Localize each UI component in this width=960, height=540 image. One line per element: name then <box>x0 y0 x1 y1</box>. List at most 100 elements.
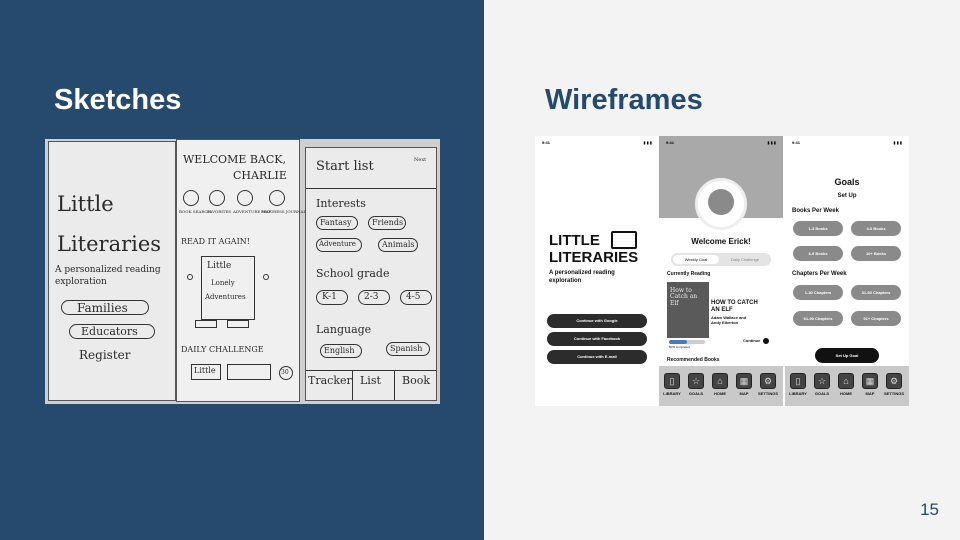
toggle-daily-challenge[interactable]: Daily Challenge <box>730 257 759 262</box>
sketch-prev-dot <box>187 274 193 280</box>
bottom-tab-bar: ▯LIBRARY ☆GOALS ⌂HOME ▦MAP ⚙ SETTINGS <box>785 366 909 406</box>
continue-link[interactable]: Continue <box>743 338 761 343</box>
sketch-book-line1: Little <box>207 261 232 271</box>
sketch-progress-journal-icon <box>269 190 285 206</box>
book-authors-line2: Andy Elkerton <box>711 320 739 325</box>
sketch-read-again: READ IT AGAIN! <box>181 237 250 246</box>
chapters-option-2[interactable]: 31-60 Chapters <box>851 285 901 300</box>
sketch-screen-list: Start list Next Interests Fantasy Friend… <box>305 147 437 401</box>
sketch-grade-k1 <box>316 290 348 305</box>
tab-label: GOALS <box>688 391 704 396</box>
sketch-chip-fantasy <box>316 216 358 230</box>
sketch-tab-divider-2 <box>394 370 395 400</box>
welcome-greeting: Welcome Erick! <box>691 237 751 246</box>
sketch-tab-tracker: Tracker <box>308 374 352 387</box>
sketch-screen-welcome: Little Literaries A personalized reading… <box>48 141 176 401</box>
sketch-lang-spanish-label: Spanish <box>390 344 423 353</box>
tab-home[interactable]: ⌂HOME <box>708 373 732 396</box>
map-icon: ▦ <box>736 373 752 389</box>
sketch-adventure-map-icon <box>237 190 253 206</box>
avatar <box>695 178 747 230</box>
sketch-daily-text <box>227 364 271 380</box>
tab-label: HOME <box>840 391 852 396</box>
tab-label: MAP <box>865 391 875 396</box>
goals-title: Goals <box>834 177 860 187</box>
book-cover-title: How to Catch an Elf <box>670 287 698 307</box>
sketches-heading: Sketches <box>54 84 182 116</box>
tab-goals[interactable]: ☆GOALS <box>684 373 708 396</box>
books-option-2[interactable]: 4-6 Books <box>851 221 901 236</box>
sketch-grade-45-label: 4-5 <box>406 292 421 302</box>
library-icon: ▯ <box>664 373 680 389</box>
set-up-goal-button[interactable]: Set Up Goal <box>815 348 879 363</box>
tab-label: GOALS <box>814 391 830 396</box>
home-icon: ⌂ <box>712 373 728 389</box>
settings-icon: ⚙ <box>886 373 902 389</box>
status-time: 9:41 <box>542 140 551 145</box>
wireframes-image: 9:41 ▮▮▮ LITTLE LITERARIES A personalize… <box>535 136 909 406</box>
chapters-option-4[interactable]: 91+ Chapters <box>851 311 901 326</box>
signal-icon: ▮▮▮ <box>767 140 777 145</box>
sketches-photo: Little Literaries A personalized reading… <box>45 139 440 404</box>
wireframe-goals-screen: 9:41 ▮▮▮ Goals Set Up Books Per Week 1-3… <box>785 136 909 406</box>
sketch-tab-list: List <box>360 374 381 387</box>
sketch-educators-button <box>69 324 155 339</box>
book-cover[interactable]: How to Catch an Elf <box>667 282 709 338</box>
tab-map[interactable]: ▦ MAP <box>732 373 756 396</box>
continue-arrow-icon[interactable] <box>763 338 769 344</box>
books-option-1[interactable]: 1-3 Books <box>793 221 843 236</box>
sketch-daily-book-label: Little <box>194 366 216 375</box>
goals-subtitle: Set Up <box>837 193 857 199</box>
sketch-greeting-line1: WELCOME BACK, <box>183 153 287 166</box>
sketch-grade-45 <box>400 290 432 305</box>
sketch-progress-left <box>195 320 217 328</box>
continue-google-button[interactable]: Continue with Google <box>547 314 647 328</box>
tab-home[interactable]: ⌂HOME <box>834 373 858 396</box>
status-time: 9:41 <box>792 140 801 145</box>
sketch-book-line2: Lonely <box>211 279 235 287</box>
sketch-grade-k1-label: K-1 <box>322 292 337 302</box>
sketch-title-line1: Little <box>57 192 114 216</box>
chapters-option-1[interactable]: 1-30 Chapters <box>793 285 843 300</box>
sketch-favorites-icon <box>209 190 225 206</box>
continue-facebook-button[interactable]: Continue with Facebook <box>547 332 647 346</box>
wireframe-welcome-screen: 9:41 ▮▮▮ LITTLE LITERARIES A personalize… <box>535 136 659 406</box>
sketch-title-line2: Literaries <box>57 232 162 256</box>
sketch-subtitle-line1: A personalized reading <box>55 265 161 275</box>
books-option-3[interactable]: 6-9 Books <box>793 246 843 261</box>
sketch-grade-heading: School grade <box>316 267 390 280</box>
books-option-4[interactable]: 10+ Books <box>851 246 901 261</box>
bottom-tab-bar: ▯LIBRARY ☆GOALS ⌂HOME ▦ MAP ⚙SETTINGS <box>659 366 783 406</box>
sketch-book-search-icon <box>183 190 199 206</box>
tab-settings[interactable]: ⚙ SETTINGS <box>882 373 906 396</box>
sketch-tab-book: Book <box>402 374 430 387</box>
sketch-icon-label-3: ADVENTURE MAP <box>233 209 272 214</box>
tab-library[interactable]: ▯LIBRARY <box>786 373 810 396</box>
sketch-chip-animals-label: Animals <box>382 240 415 249</box>
sketch-chip-friends-label: Friends <box>372 218 404 227</box>
tab-label: SETTINGS <box>883 391 904 396</box>
sketch-chip-friends <box>368 216 406 230</box>
sketch-grade-23-label: 2-3 <box>364 292 379 302</box>
tab-label: MAP <box>739 391 749 396</box>
sketch-icon-label-2: FAVORITES <box>207 209 232 214</box>
continue-email-button[interactable]: Continue with E-mail <box>547 350 647 364</box>
tab-goals[interactable]: ☆GOALS <box>810 373 834 396</box>
sketch-icon-label-4: PROGRESS JOURNAL <box>261 209 307 214</box>
sketch-grade-23 <box>358 290 390 305</box>
toggle-weekly-goal[interactable]: Weekly Goal <box>673 255 719 264</box>
tab-label: LIBRARY <box>789 391 807 396</box>
sketch-divider-top <box>306 188 436 189</box>
chapters-option-3[interactable]: 61-90 Chapters <box>793 311 843 326</box>
tab-map[interactable]: ▦MAP <box>858 373 882 396</box>
sketch-book-line3: Adventures <box>205 293 246 301</box>
sketch-families-label: Families <box>77 301 128 315</box>
sketch-list-title: Start list <box>316 159 374 174</box>
tab-library[interactable]: ▯LIBRARY <box>660 373 684 396</box>
page-number: 15 <box>920 500 939 519</box>
sketch-language-heading: Language <box>316 323 372 336</box>
tab-settings[interactable]: ⚙SETTINGS <box>756 373 780 396</box>
sketch-chip-fantasy-label: Fantasy <box>320 218 352 227</box>
logo-line2: LITERARIES <box>549 249 639 266</box>
signal-icon: ▮▮▮ <box>643 140 653 145</box>
